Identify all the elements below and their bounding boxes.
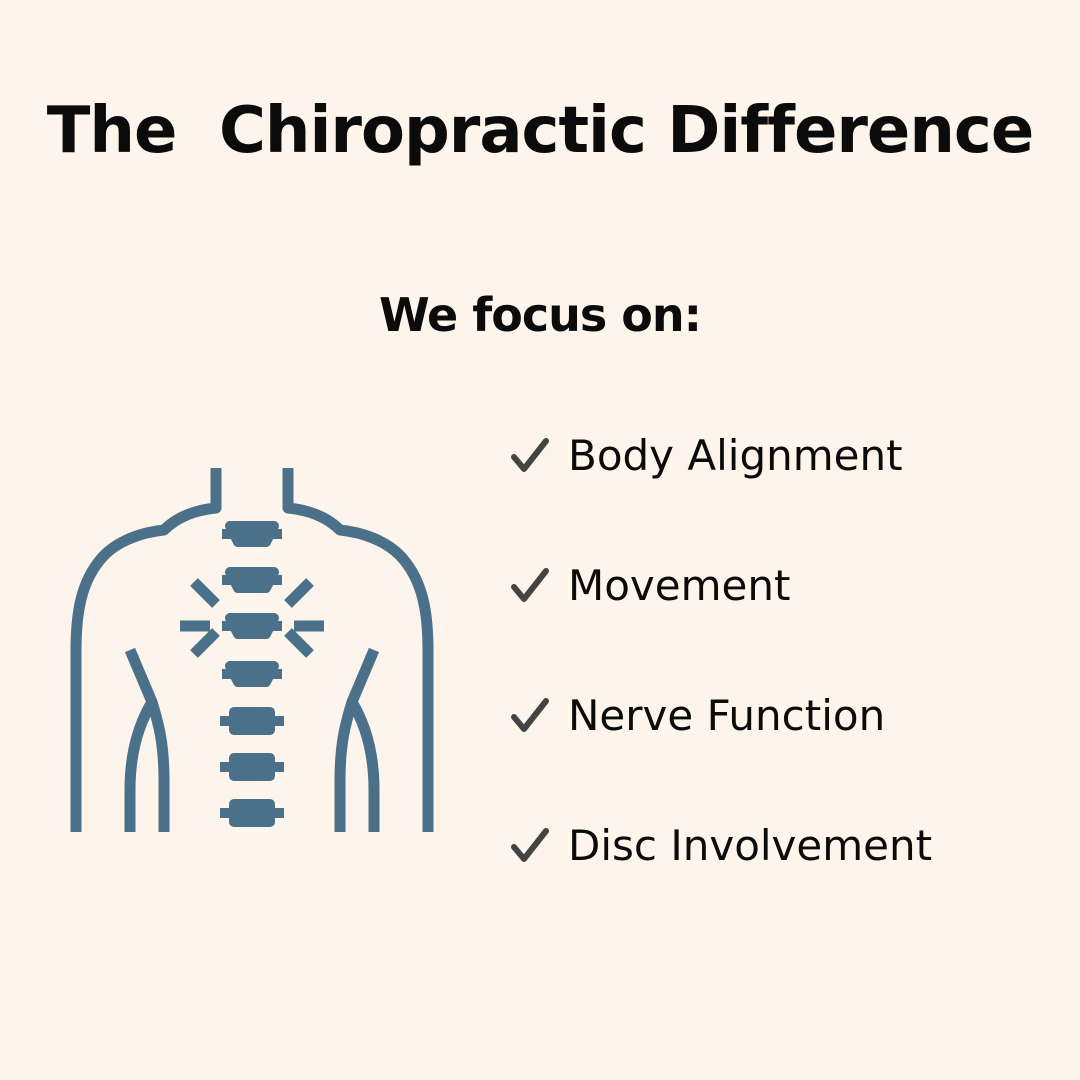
list-item: Movement — [508, 550, 932, 620]
list-item: Disc Involvement — [508, 810, 932, 880]
focus-item-label: Nerve Function — [568, 690, 886, 740]
focus-item-label: Disc Involvement — [568, 820, 933, 870]
check-icon — [511, 698, 549, 732]
check-icon — [511, 438, 549, 472]
check-icon — [511, 828, 549, 862]
focus-heading: We focus on: — [378, 288, 702, 342]
focus-item-label: Body Alignment — [568, 430, 903, 480]
spine-back-illustration — [70, 468, 434, 832]
page-title: The Chiropractic Difference — [46, 94, 1034, 168]
focus-item-label: Movement — [568, 560, 791, 610]
list-item: Nerve Function — [508, 680, 932, 750]
list-item: Body Alignment — [508, 420, 932, 490]
focus-list: Body Alignment Movement Nerve Function D… — [508, 420, 932, 940]
check-icon — [511, 568, 549, 602]
spine-back-icon — [60, 460, 450, 840]
